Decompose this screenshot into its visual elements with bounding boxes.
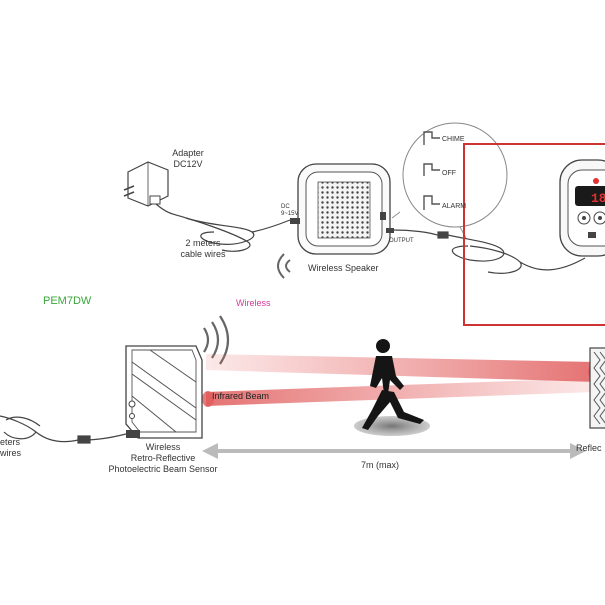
distance-label: 7m (max) — [361, 460, 399, 470]
speaker-wireless-icon — [277, 253, 291, 279]
cable-bottom-line1: eters — [0, 437, 21, 447]
sensor-label-line3: Photoelectric Beam Sensor — [108, 464, 218, 474]
adapter-title: Adapter — [172, 148, 204, 158]
walking-person — [362, 339, 424, 430]
mode-alarm-label: ALARM — [442, 203, 467, 210]
cable-label-top: 2 meters cable wires — [170, 238, 236, 260]
sensor-label-line1: Wireless — [145, 442, 181, 452]
wireless-label: Wireless — [236, 298, 271, 308]
mode-selector — [391, 122, 508, 239]
cable-length: 2 meters — [185, 238, 221, 248]
model-label: PEM7DW — [43, 295, 92, 307]
distance-arrow — [202, 443, 586, 459]
beam-sensor — [125, 345, 203, 439]
adapter-voltage: DC12V — [173, 159, 203, 169]
adapter-cable — [155, 203, 291, 252]
sensor-label: Wireless Retro-Reflective Photoelectric … — [98, 442, 228, 475]
speaker-output-cable — [393, 229, 586, 274]
speaker-dc-label: DC 9~15V — [281, 204, 299, 218]
highlight-box — [463, 143, 605, 326]
adapter — [123, 161, 169, 207]
reflector — [589, 347, 605, 429]
adapter-label: Adapter DC12V — [160, 148, 216, 170]
speaker-label: Wireless Speaker — [308, 263, 379, 273]
alarm-switch-icon — [423, 195, 440, 210]
mode-chime-label: CHIME — [442, 136, 465, 143]
cable-bottom-line2: wires — [0, 448, 22, 458]
mode-off-label: OFF — [442, 170, 456, 177]
wireless-speaker — [290, 163, 394, 255]
display-digits: 183 — [591, 191, 605, 206]
dc-label: DC — [281, 204, 290, 210]
beam-label: Infrared Beam — [212, 391, 270, 401]
off-switch-icon — [423, 163, 440, 176]
sensor-cable — [0, 415, 127, 444]
reflector-label: Reflec — [576, 443, 602, 453]
chime-switch-icon — [423, 131, 440, 145]
sensor-label-line2: Retro-Reflective — [130, 453, 196, 463]
control-device — [559, 159, 605, 257]
cable-label-bottom: eters wires — [0, 437, 21, 459]
speaker-output-label: OUTPUT — [389, 238, 414, 244]
dc-range: 9~15V — [281, 211, 299, 217]
cable-desc: cable wires — [180, 249, 226, 259]
